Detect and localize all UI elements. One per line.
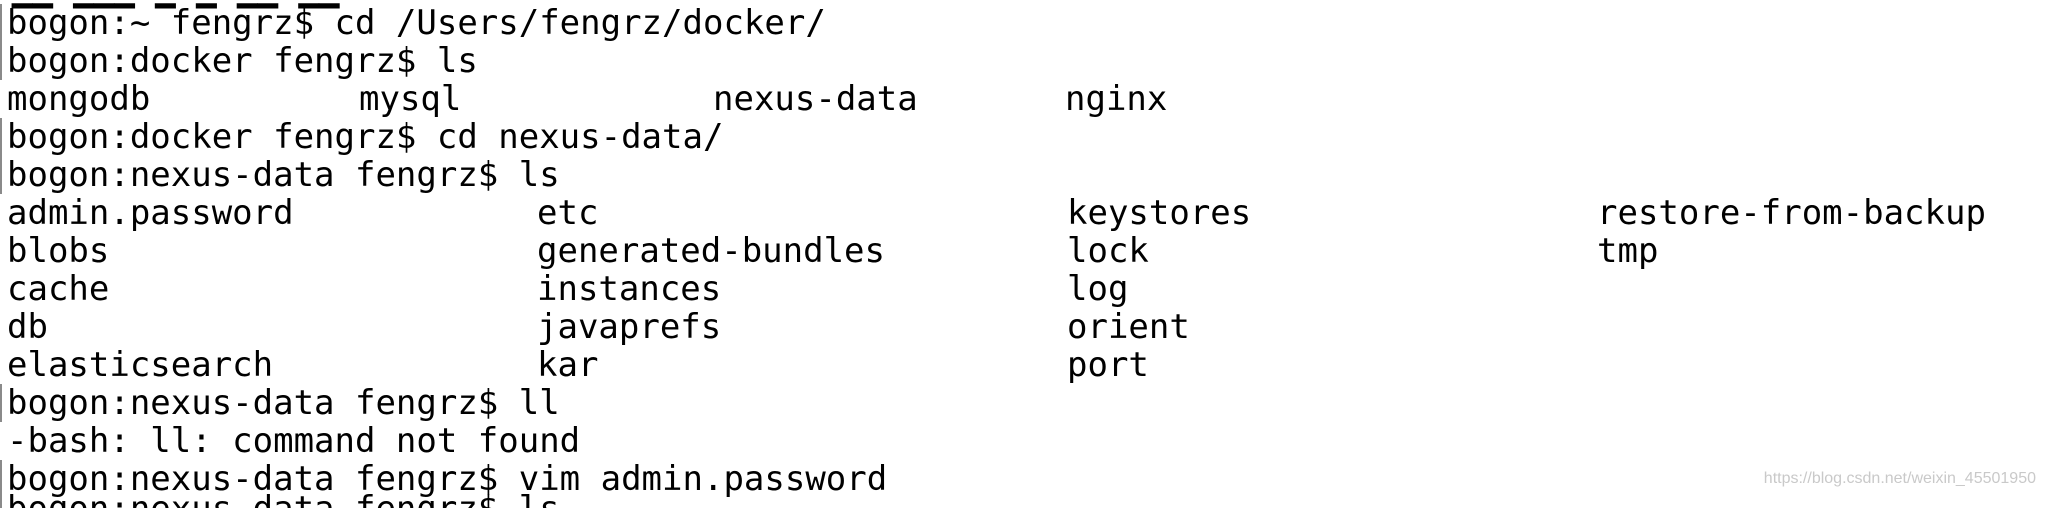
prompt-line-cd-docker: bogon:~ fengrz$ cd /Users/fengrz/docker/: [0, 4, 2047, 42]
dir-entry: log: [1067, 269, 1129, 309]
dir-entry: blobs: [7, 231, 110, 271]
dir-entry: javaprefs: [537, 307, 722, 347]
ls-output-docker: mongodb mysql nexus-data nginx: [7, 80, 2047, 118]
ls-output-row: cache instances log: [7, 270, 2047, 308]
prompt-line-cd-nexus: bogon:docker fengrz$ cd nexus-data/: [0, 118, 2047, 156]
ls-output-row: admin.password etc keystores restore-fro…: [7, 194, 2047, 232]
dir-entry: lock: [1067, 231, 1149, 271]
watermark: https://blog.csdn.net/weixin_45501950: [1763, 470, 2036, 487]
dir-entry: instances: [537, 269, 722, 309]
prompt-line-ls-docker: bogon:docker fengrz$ ls: [0, 42, 2047, 80]
dir-entry: admin.password: [7, 193, 294, 233]
dir-entry: elasticsearch: [7, 345, 274, 385]
terminal-output: bogon:~ fengrz$ cd /Users/fengrz/docker/…: [0, 4, 2047, 498]
ls-output-row: elasticsearch kar port: [7, 346, 2047, 384]
dir-entry: mysql: [359, 79, 462, 119]
ls-output-row: blobs generated-bundles lock tmp: [7, 232, 2047, 270]
clipped-previous-line: ▁▁ ▁▁▁ ▁ ▁ ▁▁ ▁▁: [12, 0, 340, 8]
dir-entry: cache: [7, 269, 110, 309]
dir-entry: nexus-data: [713, 79, 918, 119]
dir-entry: restore-from-backup: [1597, 193, 1986, 233]
clipped-next-line: bogon:nexus-data fengrz$ ls: [0, 490, 560, 508]
prompt-line-vim: bogon:nexus-data fengrz$ vim admin.passw…: [0, 460, 2047, 498]
dir-entry: nginx: [1065, 79, 1168, 119]
dir-entry: orient: [1067, 307, 1190, 347]
dir-entry: etc: [537, 193, 599, 233]
prompt-line-ls-nexus: bogon:nexus-data fengrz$ ls: [0, 156, 2047, 194]
ls-output-row: db javaprefs orient: [7, 308, 2047, 346]
dir-entry: db: [7, 307, 48, 347]
dir-entry: mongodb: [7, 79, 151, 119]
dir-entry: kar: [537, 345, 599, 385]
prompt-line-ll: bogon:nexus-data fengrz$ ll: [0, 384, 2047, 422]
dir-entry: tmp: [1597, 231, 1659, 271]
error-message: -bash: ll: command not found: [7, 421, 581, 461]
dir-entry: keystores: [1067, 193, 1252, 233]
dir-entry: generated-bundles: [537, 231, 885, 271]
dir-entry: port: [1067, 345, 1149, 385]
